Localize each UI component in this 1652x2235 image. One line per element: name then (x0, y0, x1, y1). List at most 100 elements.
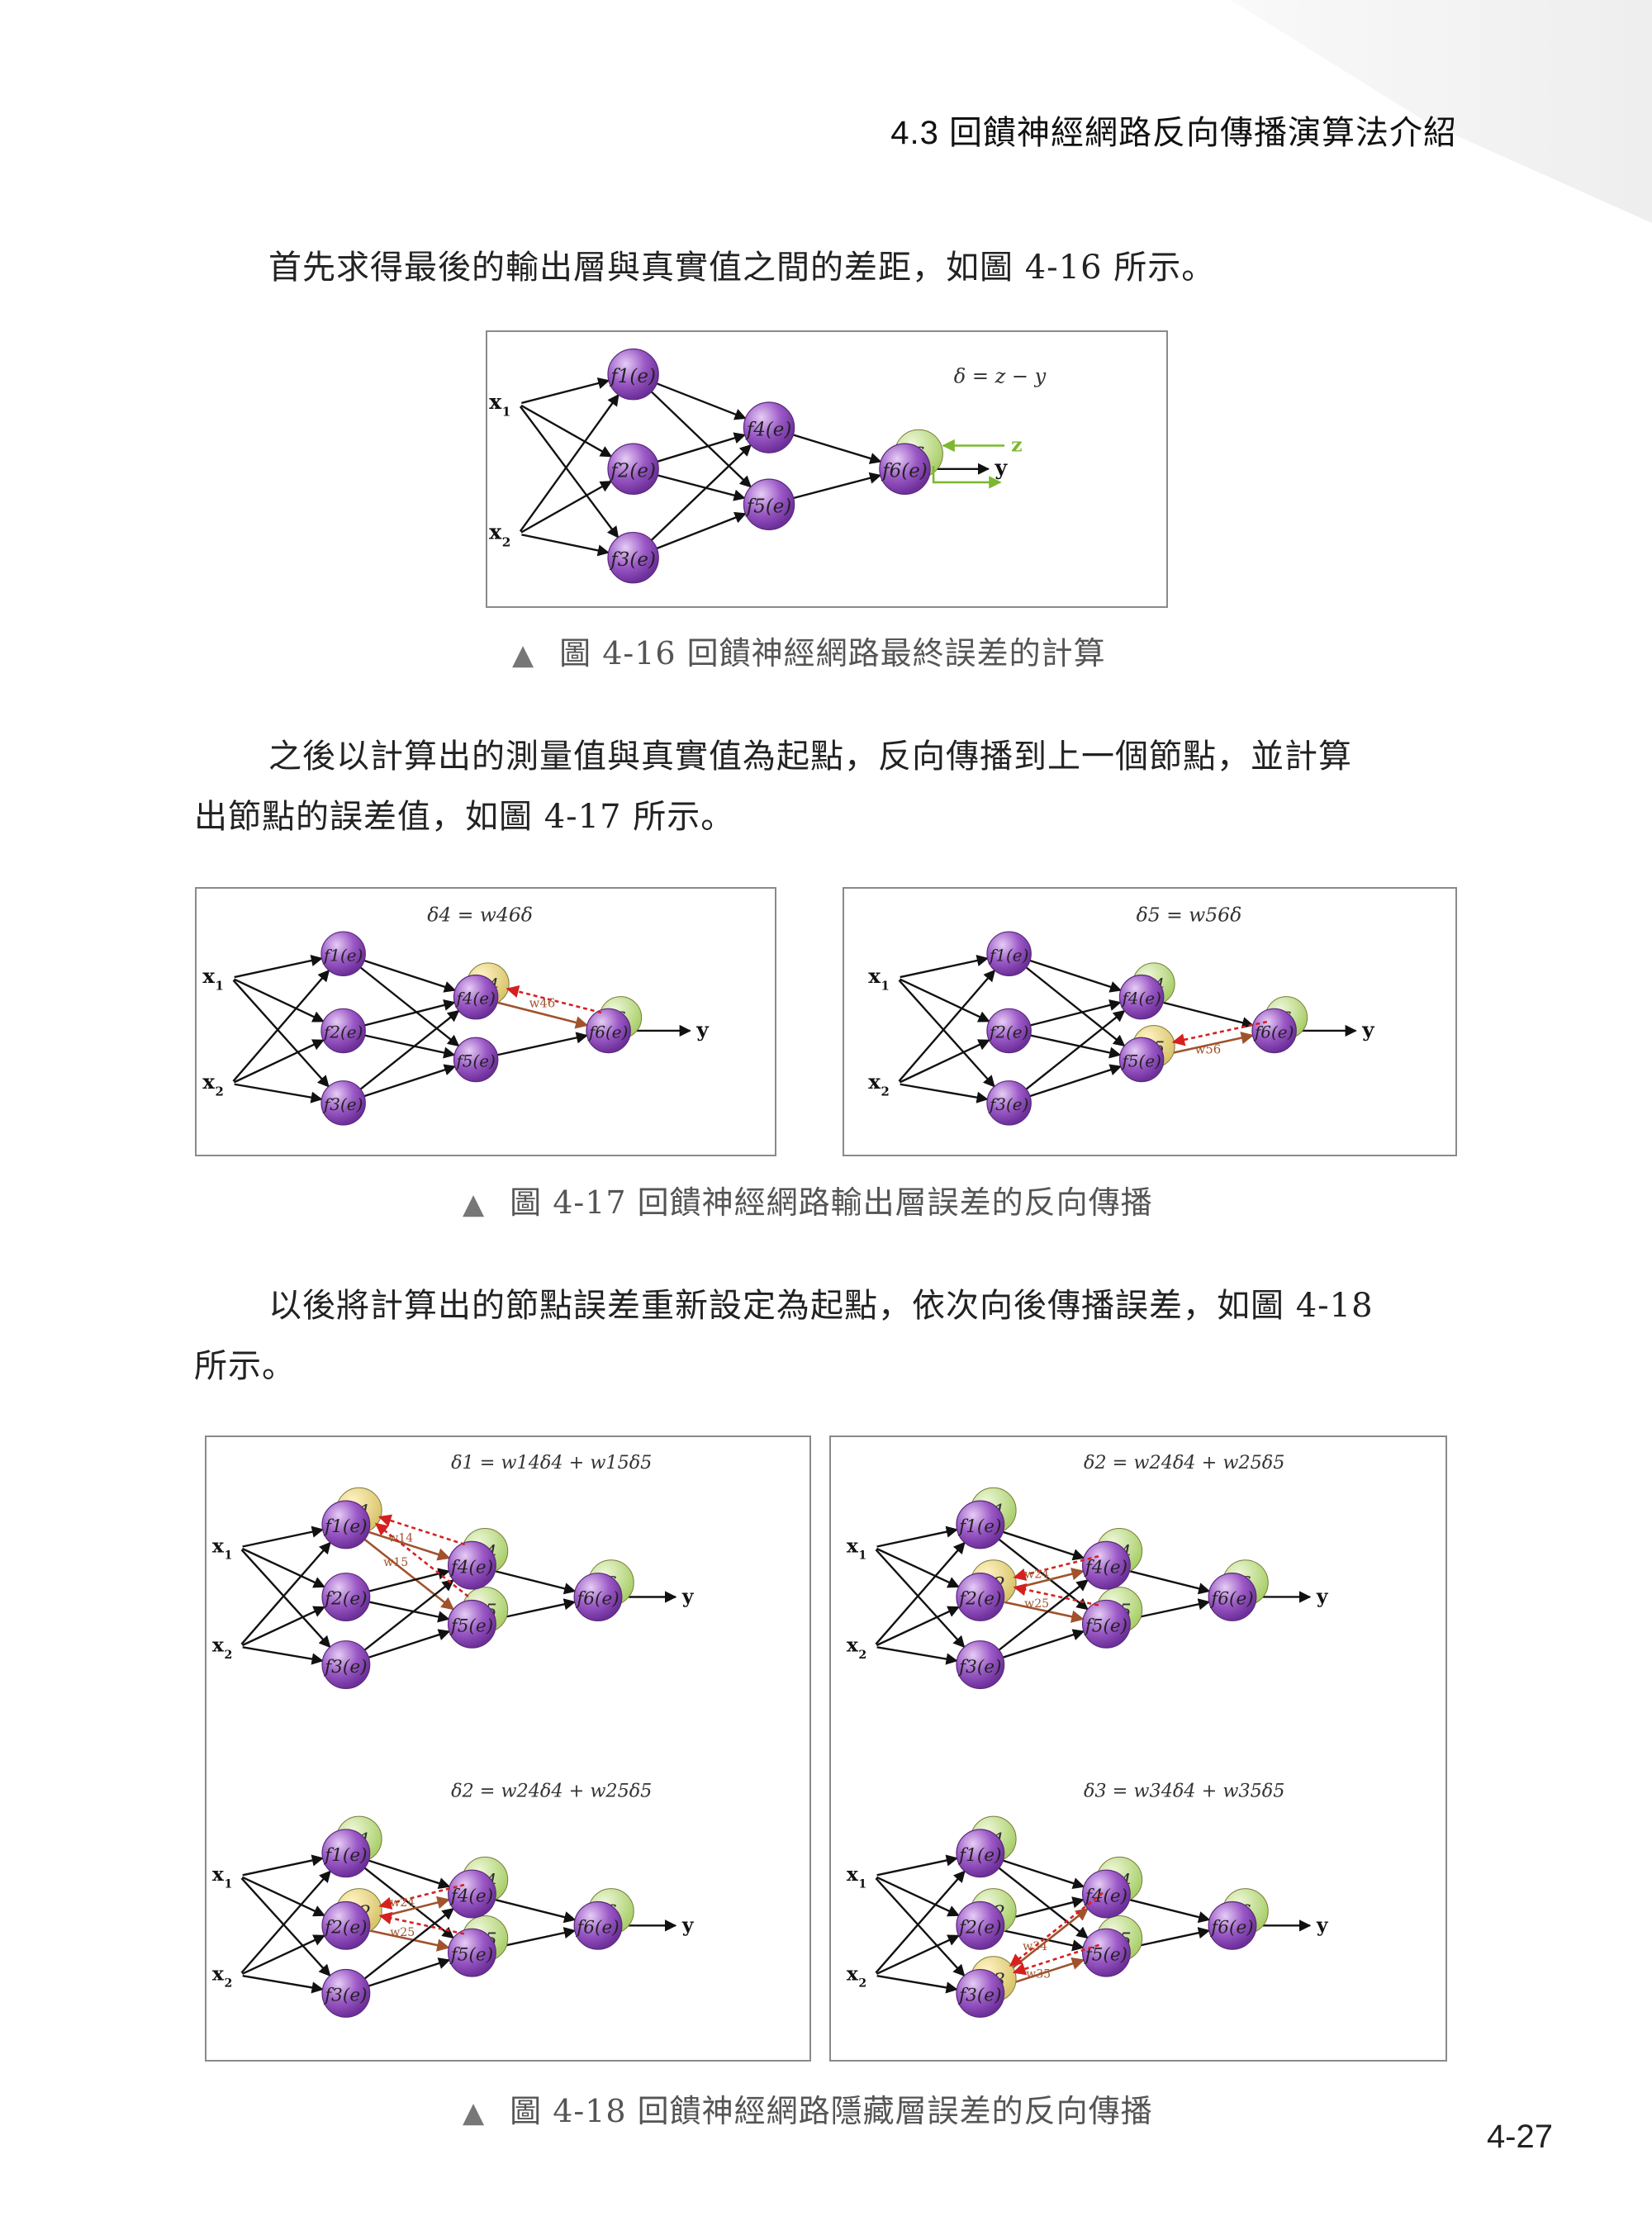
edge-input-to-hidden (876, 1646, 958, 1665)
output-y-label: y (995, 455, 1009, 480)
formula: δ2 = w24δ4 + w25δ5 (451, 1781, 652, 1802)
network-4-16: x1x2yδf1(e)f2(e)f3(e)f4(e)f5(e)f6(e)δ = … (489, 348, 1047, 584)
edge-hidden1-to-hidden2 (998, 1538, 1089, 1611)
weight-label: w25 (1024, 1597, 1049, 1611)
edge-hidden1-to-hidden2 (359, 1009, 460, 1090)
network-4-18-c: x1x2yδ1δ2δ4δ5δf1(e)f2(e)f3(e)f4(e)f5(e)f… (212, 1781, 695, 2018)
edge-hidden1-to-hidden2 (1025, 966, 1126, 1047)
edge-input-to-hidden (519, 393, 620, 533)
edge-hidden1-to-hidden2 (368, 1601, 450, 1623)
input-x2: x (202, 1070, 215, 1094)
figure-4-18-right: x1x2yδ1δ2δ4δ5δf1(e)f2(e)f3(e)f4(e)f5(e)f… (829, 1435, 1447, 2062)
node-f4 (1081, 1869, 1131, 1919)
node-label-f6: f6(e) (575, 1918, 619, 1938)
edge-input-to-hidden (899, 978, 990, 1023)
edge-hidden1-to-hidden2 (1029, 1064, 1123, 1098)
node-label-f6: f6(e) (881, 461, 928, 482)
input-x2: x (212, 1634, 225, 1657)
edge-input-to-hidden (234, 955, 323, 979)
node-label-f6: f6(e) (1253, 1022, 1294, 1042)
edge-hidden1-to-hidden2 (1002, 1530, 1085, 1561)
edge-input-to-hidden (232, 980, 330, 1088)
node-label-f5: f5(e) (449, 1944, 493, 1965)
edge-input-to-hidden (876, 1876, 960, 1917)
node-label-f1: f1(e) (609, 366, 656, 387)
edge-input-to-hidden (876, 1547, 960, 1588)
figure-4-18-right-diagram: x1x2yδ1δ2δ4δ5δf1(e)f2(e)f3(e)f4(e)f5(e)f… (847, 1452, 1329, 2018)
edge-input-to-hidden (241, 1934, 326, 1975)
input-x1: x (212, 1534, 225, 1557)
node-label-f2: f2(e) (609, 461, 656, 482)
node-f1 (321, 1829, 371, 1878)
input-x2-sub: 2 (881, 1085, 890, 1099)
node-f1 (956, 1829, 1005, 1878)
edge-hidden2-to-output (496, 1001, 589, 1029)
edge-input-to-hidden (876, 1975, 958, 1994)
edge-hidden1-to-hidden2 (368, 1859, 451, 1890)
node-f3 (321, 1968, 371, 2018)
input-x1-sub: 1 (881, 979, 890, 993)
edge-input-to-hidden (234, 1083, 323, 1103)
paragraph-3: 以後將計算出的節點誤差重新設定為起點，依次向後傳播誤差，如圖 4-18 (268, 1287, 1374, 1325)
edge-input-to-hidden (875, 1541, 966, 1645)
edge-hidden1-to-hidden2 (1002, 1957, 1085, 1987)
node-f6 (586, 1008, 631, 1054)
edge-hidden1-to-hidden2 (998, 1579, 1089, 1651)
edge-input-to-hidden (241, 1606, 326, 1647)
edge-hidden1-to-hidden2 (363, 1538, 455, 1611)
edge-input-to-hidden (232, 969, 330, 1082)
edge-hidden1-to-hidden2 (359, 966, 460, 1047)
node-f3 (956, 1640, 1005, 1689)
edge-error-backprop (1171, 1020, 1268, 1046)
edge-input-to-hidden (520, 404, 613, 458)
node-f1 (320, 931, 366, 976)
node-f2 (956, 1900, 1005, 1950)
edge-input-to-hidden (242, 1646, 324, 1665)
edge-hidden1-to-hidden2 (656, 382, 747, 420)
node-label-f1: f1(e) (323, 1516, 367, 1537)
edge-input-to-hidden (241, 1876, 326, 1917)
edge-hidden1-to-hidden2 (368, 1530, 451, 1561)
input-x2-sub: 2 (216, 1085, 224, 1099)
edge-hidden1-to-hidden2 (1030, 999, 1122, 1027)
paragraph-3-cont: 所示。 (194, 1347, 296, 1385)
output-y-label: y (681, 1913, 695, 1936)
edge-error-backprop (1012, 1943, 1099, 1976)
formula: δ5 = w56δ (1137, 904, 1242, 927)
node-label-f4: f4(e) (449, 1557, 493, 1578)
input-x2-sub: 2 (224, 1649, 232, 1662)
edge-hidden1-to-hidden2 (656, 511, 747, 550)
edge-hidden2-to-output (1129, 1598, 1211, 1620)
input-x1: x (847, 1862, 859, 1886)
edge-hidden2-to-output (1129, 1570, 1211, 1595)
node-label-f5: f5(e) (1120, 1051, 1161, 1070)
node-label-f1: f1(e) (322, 945, 363, 965)
output-y-label: y (1316, 1584, 1329, 1607)
node-label-f3: f3(e) (957, 1657, 1001, 1677)
edge-hidden1-to-hidden2 (368, 1629, 451, 1658)
node-f4 (743, 401, 795, 453)
input-x1: x (489, 389, 502, 414)
node-f2 (321, 1573, 371, 1621)
paragraph-2-cont: 出節點的誤差值，如圖 4-17 所示。 (194, 798, 735, 836)
input-x1-sub: 1 (502, 405, 511, 420)
figure-4-16: x1x2yδf1(e)f2(e)f3(e)f4(e)f5(e)f6(e)δ = … (486, 330, 1168, 608)
node-f6 (573, 1573, 623, 1621)
node-f6 (879, 443, 931, 495)
edge-input-to-hidden (875, 1877, 966, 1977)
section-header: 4.3 回饋神經網路反向傳播演算法介紹 (890, 115, 1457, 151)
formula: δ4 = w46δ (427, 904, 533, 927)
edge-hidden2-to-output (495, 1598, 577, 1620)
node-label-f2: f2(e) (988, 1022, 1029, 1042)
figure-4-16-diagram: x1x2yδf1(e)f2(e)f3(e)f4(e)f5(e)f6(e)δ = … (489, 348, 1047, 584)
node-label-f3: f3(e) (957, 1986, 1001, 2006)
node-f3 (320, 1080, 366, 1126)
node-label-f6: f6(e) (587, 1022, 629, 1042)
edge-input-to-hidden (876, 1854, 959, 1877)
input-x2: x (868, 1070, 881, 1094)
figure-4-18-left-diagram: x1x2yδ1δ4δ5δf1(e)f2(e)f3(e)f4(e)f5(e)f6(… (212, 1452, 695, 2018)
input-x2: x (847, 1962, 859, 1985)
node-label-f4: f4(e) (1084, 1557, 1127, 1578)
node-f3 (956, 1968, 1005, 2018)
node-f5 (448, 1928, 496, 1977)
